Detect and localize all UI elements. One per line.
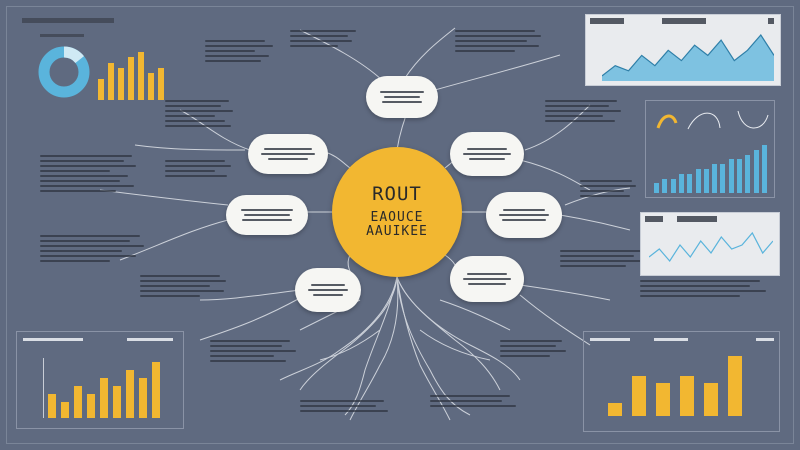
panel-title-bar <box>756 338 774 341</box>
node-upper-left[interactable] <box>248 134 328 174</box>
bar <box>152 362 160 418</box>
bar <box>128 57 134 100</box>
chart-panel-bottom-left <box>16 331 184 429</box>
bar <box>704 383 718 416</box>
area-chart-top-right <box>602 34 774 81</box>
annotation-block <box>545 100 625 125</box>
chart-panel-bottom-right <box>583 331 780 432</box>
bar <box>703 169 709 193</box>
bar <box>61 402 69 418</box>
bar <box>753 150 759 193</box>
bar <box>670 179 676 193</box>
line-chart-right-small <box>649 231 773 262</box>
annotation-block <box>455 30 545 55</box>
bar <box>138 52 144 100</box>
series-line <box>649 231 773 262</box>
annotation-block <box>210 340 300 365</box>
bar-chart-bottom-left <box>43 358 174 418</box>
bar <box>113 386 121 418</box>
chart-panel-top-right <box>585 14 781 86</box>
annotation-block <box>560 250 650 270</box>
bar <box>687 174 693 193</box>
bar <box>126 370 134 418</box>
annotation-block <box>165 100 235 130</box>
header-scribble <box>22 18 114 23</box>
bar <box>654 183 659 193</box>
bar <box>74 386 82 418</box>
bar-chart-right-middle <box>650 141 770 193</box>
panel-title-bar <box>590 338 630 341</box>
canvas-frame <box>6 6 794 444</box>
bar <box>728 159 734 193</box>
annotation-block <box>500 340 570 360</box>
central-node-title: ROUT <box>372 183 422 206</box>
bar <box>662 179 668 193</box>
node-top[interactable] <box>366 76 438 118</box>
bar-chart-bottom-right <box>604 352 772 416</box>
annotation-block <box>290 30 360 50</box>
chart-panel-right-middle <box>645 100 775 198</box>
bar <box>720 164 726 193</box>
bar <box>728 356 742 416</box>
panel-title-bar <box>23 338 83 341</box>
panel-title-bar <box>654 338 688 341</box>
bar <box>148 73 154 100</box>
panel-title-bar <box>662 18 706 24</box>
node-left[interactable] <box>226 195 308 235</box>
bar <box>158 68 164 100</box>
annotation-block <box>40 235 150 265</box>
series-line <box>602 34 774 77</box>
chart-panel-right-small <box>640 212 780 276</box>
annotation-block <box>140 275 230 300</box>
bar <box>680 376 694 416</box>
central-node[interactable]: ROUT EAOUCE AAUIKEE <box>332 147 462 277</box>
panel-title-bar <box>768 18 774 24</box>
bar <box>48 394 56 418</box>
bar <box>608 403 622 416</box>
panel-title-bar <box>677 216 717 222</box>
bar <box>695 169 701 193</box>
chart-panel-top-left <box>22 30 172 106</box>
bar <box>656 383 670 416</box>
annotation-block <box>580 180 640 200</box>
annotation-block <box>640 280 770 300</box>
panel-title-bar <box>590 18 624 24</box>
bar <box>100 378 108 418</box>
annotation-block <box>165 160 235 180</box>
bar <box>98 79 104 100</box>
annotation-block <box>430 395 520 410</box>
node-right[interactable] <box>486 192 562 238</box>
bar <box>108 63 114 100</box>
annotation-block <box>300 400 390 415</box>
panel-title-bar <box>127 338 173 341</box>
bar <box>139 378 147 418</box>
bar-chart-top-left <box>94 48 166 100</box>
central-node-line-3: AAUIKEE <box>366 223 428 239</box>
central-node-line-2: EAOUCE <box>370 210 424 226</box>
node-lower-left[interactable] <box>295 268 361 312</box>
donut-chart <box>38 46 90 98</box>
annotation-block <box>205 40 275 65</box>
bar <box>761 145 767 193</box>
panel-title-bar <box>645 216 663 222</box>
area-fill <box>602 35 774 81</box>
bar <box>745 155 751 193</box>
bar <box>737 159 742 193</box>
node-upper-right[interactable] <box>450 132 524 176</box>
bar <box>678 174 684 193</box>
annotation-block <box>40 155 140 195</box>
trend-curves <box>656 110 769 130</box>
bar <box>632 376 646 416</box>
bar <box>118 68 124 100</box>
donut-label <box>40 34 84 37</box>
bar <box>712 164 718 193</box>
node-lower-right[interactable] <box>450 256 524 302</box>
bar <box>87 394 95 418</box>
